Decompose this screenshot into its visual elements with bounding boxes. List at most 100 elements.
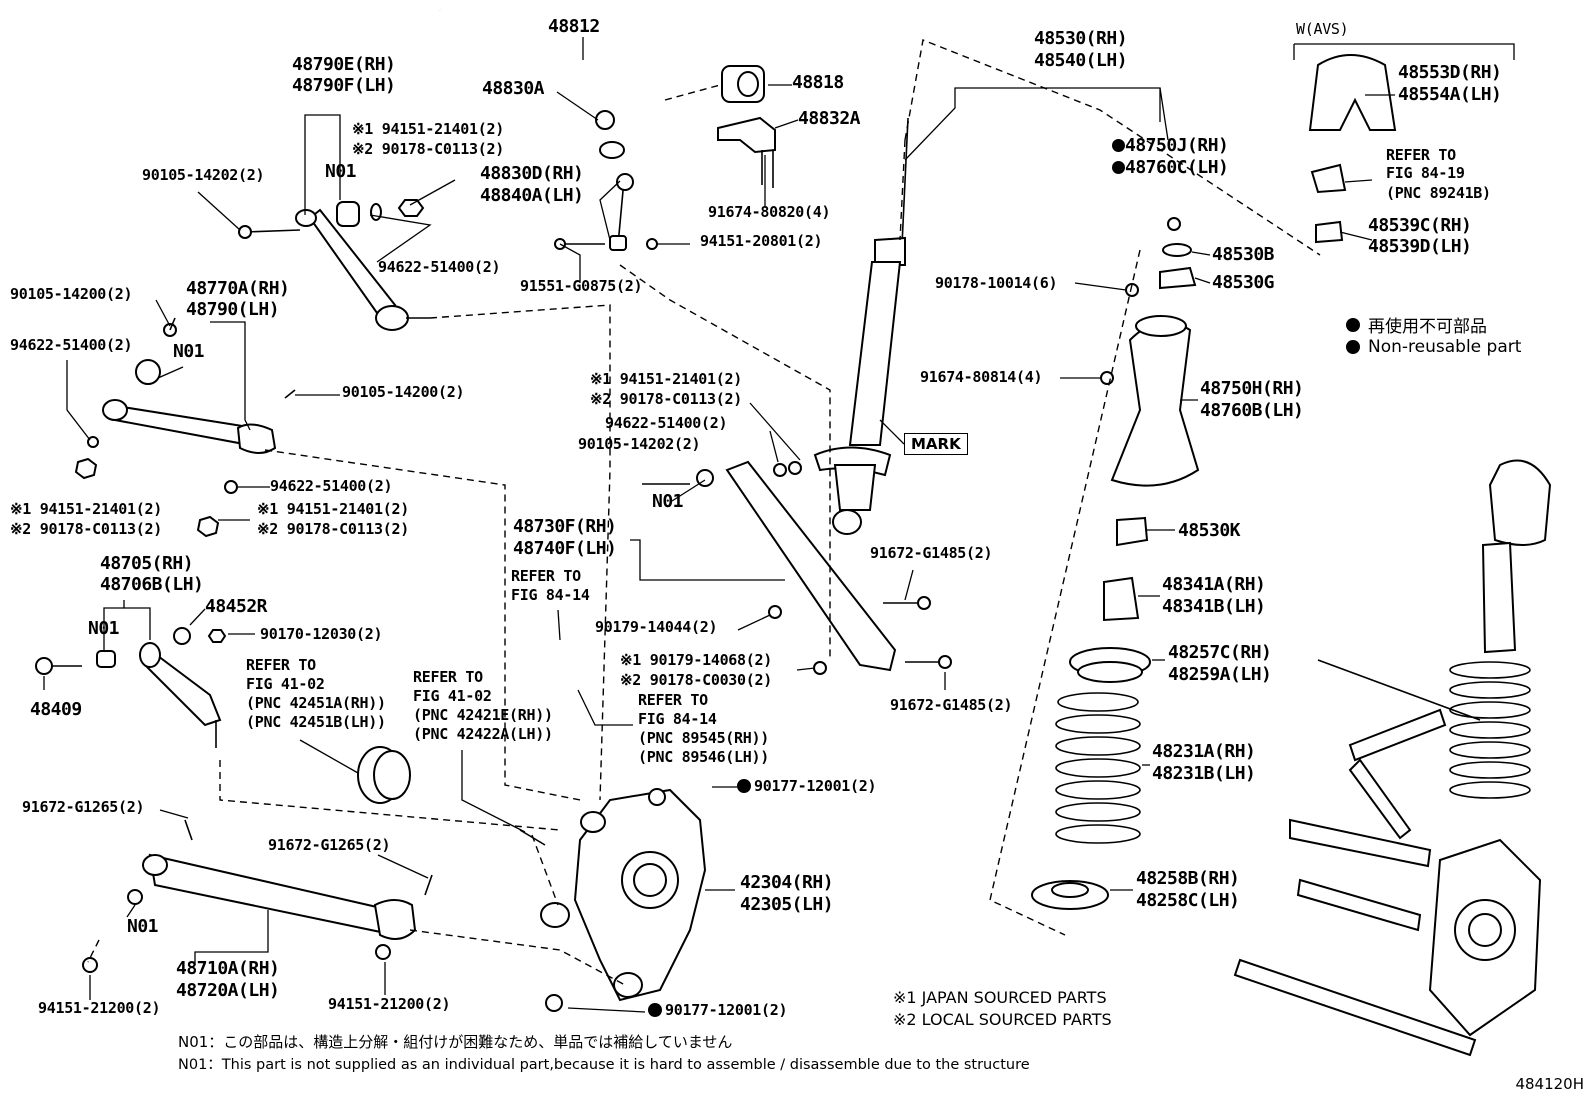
part-label-s2-90178-c0030: ※2 90178-C0030(2) — [620, 671, 772, 689]
n01-footnote-en: N01：This part is not supplied as an indi… — [178, 1057, 1030, 1073]
part-label-48832a: 48832A — [798, 108, 861, 129]
part-label-48790e: 48790E(RH) — [292, 54, 396, 75]
refer-84-14-b-line1: REFER TO — [638, 691, 708, 709]
part-label-s2-90178-c0113-c: ※2 90178-C0113(2) — [10, 520, 162, 538]
refer-84-14-b-line4: (PNC 89546(LH)) — [638, 748, 769, 766]
part-label-48705: 48705(RH) — [100, 553, 194, 574]
part-label-48231a: 48231A(RH) — [1152, 741, 1256, 762]
part-label-90105-14202-b: 90105-14202(2) — [578, 435, 701, 453]
japan-sourced-note: ※1 JAPAN SOURCED PARTS — [893, 988, 1107, 1007]
upper-support-drawing — [1069, 217, 1200, 683]
refer-84-19-line2: FIG 84-19 — [1386, 164, 1465, 182]
legend-non-reusable-ja: 再使用不可部品 — [1346, 312, 1487, 337]
part-label-48760b: 48760B(LH) — [1200, 400, 1304, 421]
coil-spring-drawing — [1031, 692, 1141, 910]
part-label-48830a: 48830A — [482, 78, 545, 99]
refer-41-02-b-line3: (PNC 42421E(RH)) — [413, 706, 553, 724]
part-label-48790lh: 48790(LH) — [186, 299, 280, 320]
local-sourced-note: ※2 LOCAL SOURCED PARTS — [893, 1010, 1112, 1029]
part-label-48790f: 48790F(LH) — [292, 75, 396, 96]
part-label-91672-g1265-a: 91672-G1265(2) — [22, 798, 145, 816]
legend-non-reusable-en: Non-reusable part — [1346, 337, 1521, 357]
refer-84-14-b-line2: FIG 84-14 — [638, 710, 717, 728]
assembled-view-drawing — [1233, 459, 1552, 1057]
avs-parts-drawing — [1308, 54, 1397, 244]
part-label-94622-51400-d: 94622-51400(2) — [270, 477, 393, 495]
part-label-48750j: 48750J(RH) — [1112, 136, 1229, 156]
part-label-91672-g1485-b: 91672-G1485(2) — [890, 696, 1013, 714]
part-label-s1-94151-21401-c: ※1 94151-21401(2) — [10, 500, 162, 518]
refer-84-19-line3: (PNC 89241B) — [1386, 184, 1491, 202]
upper-arm-48790-drawing — [238, 199, 430, 331]
part-label-48750h: 48750H(RH) — [1200, 378, 1304, 399]
part-label-s1-94151-21401-a: ※1 94151-21401(2) — [352, 120, 504, 138]
legend-dot — [1346, 340, 1360, 354]
part-label-91674-80820: 91674-80820(4) — [708, 203, 831, 221]
part-label-48830d: 48830D(RH) — [480, 163, 584, 184]
part-label-n01-d: N01 — [88, 618, 120, 639]
figure-number: 484120H — [1515, 1075, 1584, 1093]
stabilizer-link-drawing — [554, 150, 763, 251]
part-label-48231b: 48231B(LH) — [1152, 763, 1256, 784]
non-reusable-dot — [1112, 161, 1125, 174]
part-label-90178-10014: 90178-10014(6) — [935, 274, 1058, 292]
toe-arm-48705-drawing — [35, 627, 227, 748]
part-label-48409: 48409 — [30, 699, 82, 720]
part-label-48530b: 48530B — [1212, 244, 1275, 265]
refer-41-02-b-line4: (PNC 42422A(LH)) — [413, 725, 553, 743]
legend-dot — [1346, 317, 1360, 332]
part-label-94151-21200-b: 94151-21200(2) — [328, 995, 451, 1013]
part-label-48258b: 48258B(RH) — [1136, 868, 1240, 889]
part-label-48710a: 48710A(RH) — [176, 958, 280, 979]
part-label-48530g: 48530G — [1212, 272, 1275, 293]
part-label-s1-94151-21401-d: ※1 94151-21401(2) — [257, 500, 409, 518]
part-label-s1-90179-14068: ※1 90179-14068(2) — [620, 651, 772, 669]
part-label-90105-14200-a: 90105-14200(2) — [10, 285, 133, 303]
reference-lines — [87, 39, 1321, 986]
non-reusable-dot — [648, 1003, 662, 1017]
part-label-91551-g0875: 91551-G0875(2) — [520, 277, 643, 295]
part-label-48257c: 48257C(RH) — [1168, 642, 1272, 663]
part-label-42305: 42305(LH) — [740, 894, 834, 915]
part-label-90179-14044: 90179-14044(2) — [595, 618, 718, 636]
mark-box: MARK — [904, 433, 968, 455]
lower-arm-48710-drawing — [82, 819, 433, 973]
part-label-94622-51400-c: 94622-51400(2) — [605, 414, 728, 432]
part-label-n01-b: N01 — [173, 341, 205, 362]
part-label-48540: 48540(LH) — [1034, 50, 1128, 71]
part-label-48770a: 48770A(RH) — [186, 278, 290, 299]
part-label-48539c: 48539C(RH) — [1368, 215, 1472, 236]
part-label-48812: 48812 — [548, 16, 600, 37]
part-label-48730f: 48730F(RH) — [513, 516, 617, 537]
stabilizer-bushing-drawing — [595, 65, 776, 188]
part-label-48341a: 48341A(RH) — [1162, 574, 1266, 595]
refer-41-02-a-line3: (PNC 42451A(RH)) — [246, 694, 386, 712]
part-label-90105-14200-b: 90105-14200(2) — [342, 383, 465, 401]
part-label-94151-20801: 94151-20801(2) — [700, 232, 823, 250]
part-label-91672-g1485-a: 91672-G1485(2) — [870, 544, 993, 562]
part-label-90170-12030: 90170-12030(2) — [260, 625, 383, 643]
part-label-48706b: 48706B(LH) — [100, 574, 204, 595]
refer-84-14-b-line3: (PNC 89545(RH)) — [638, 729, 769, 747]
part-label-90177-12001-b: 90177-12001(2) — [648, 1002, 788, 1019]
refer-41-02-b-line1: REFER TO — [413, 668, 483, 686]
shock-absorber-drawing — [813, 117, 909, 535]
leader-lines — [43, 37, 1515, 1013]
part-label-90105-14202-a: 90105-14202(2) — [142, 166, 265, 184]
non-reusable-dot — [1112, 139, 1125, 152]
avs-label: W(AVS) — [1296, 20, 1349, 38]
refer-41-02-b-line2: FIG 41-02 — [413, 687, 492, 705]
part-label-94151-21200-a: 94151-21200(2) — [38, 999, 161, 1017]
part-label-n01-c: N01 — [652, 491, 684, 512]
part-label-48539d: 48539D(LH) — [1368, 236, 1472, 257]
part-label-s2-90178-c0113-b: ※2 90178-C0113(2) — [590, 390, 742, 408]
part-label-94622-51400-b: 94622-51400(2) — [10, 336, 133, 354]
stabilizer-bar-drawing — [439, 7, 664, 159]
part-label-48259a: 48259A(LH) — [1168, 664, 1272, 685]
refer-41-02-a-line1: REFER TO — [246, 656, 316, 674]
part-label-48554a: 48554A(LH) — [1398, 84, 1502, 105]
part-label-48760c: 48760C(LH) — [1112, 158, 1229, 178]
part-label-48553d: 48553D(RH) — [1398, 62, 1502, 83]
part-label-42304: 42304(RH) — [740, 872, 834, 893]
part-label-n01-e: N01 — [127, 916, 159, 937]
